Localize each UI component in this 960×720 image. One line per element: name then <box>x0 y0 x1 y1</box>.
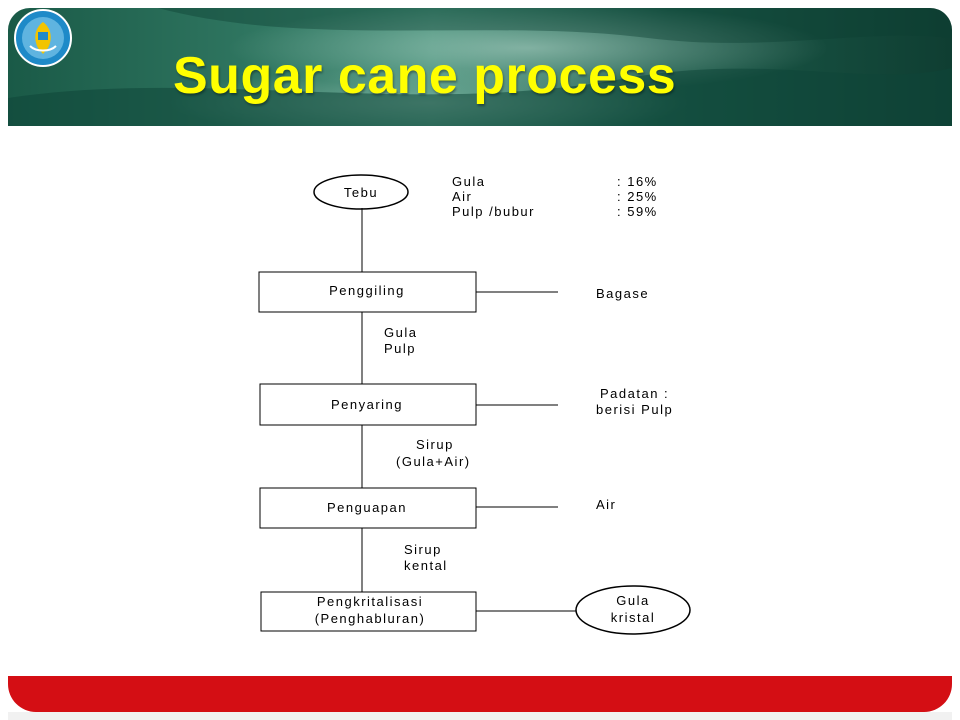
step-label-secondary: (Penghabluran) <box>315 611 426 626</box>
side-output: Bagase <box>596 286 649 301</box>
flow-label: Gula <box>384 325 417 340</box>
tut-wuri-handayani-emblem-icon <box>14 9 72 67</box>
composition-name: Pulp /bubur <box>452 204 535 219</box>
side-output: berisi Pulp <box>596 402 673 417</box>
flow-label: (Gula+Air) <box>396 454 471 469</box>
composition-value: : 16% <box>617 174 658 189</box>
composition-name: Gula <box>452 174 485 189</box>
end-label: kristal <box>611 610 655 625</box>
step-label: Penggiling <box>329 283 405 298</box>
composition-value: : 59% <box>617 204 658 219</box>
page-title: Sugar cane process <box>173 47 677 105</box>
footer-bar <box>8 676 952 712</box>
side-output: Air <box>596 497 616 512</box>
flow-label: Sirup <box>416 437 454 452</box>
step-label: Penguapan <box>327 500 407 515</box>
composition-name: Air <box>452 189 472 204</box>
header-banner: Sugar cane process <box>8 8 952 126</box>
step-label: Pengkritalisasi <box>317 594 423 609</box>
step-label: Penyaring <box>331 397 403 412</box>
flow-label: Sirup <box>404 542 442 557</box>
end-node <box>575 585 691 635</box>
start-node <box>313 174 409 210</box>
composition-value: : 25% <box>617 189 658 204</box>
header-background <box>8 8 952 126</box>
side-output: Padatan : <box>600 386 669 401</box>
footer-strip <box>8 712 952 720</box>
start-label: Tebu <box>344 185 378 200</box>
flow-label: kental <box>404 558 448 573</box>
flow-label: Pulp <box>384 341 416 356</box>
step-box-penguapan <box>259 487 477 529</box>
end-label: Gula <box>616 593 649 608</box>
